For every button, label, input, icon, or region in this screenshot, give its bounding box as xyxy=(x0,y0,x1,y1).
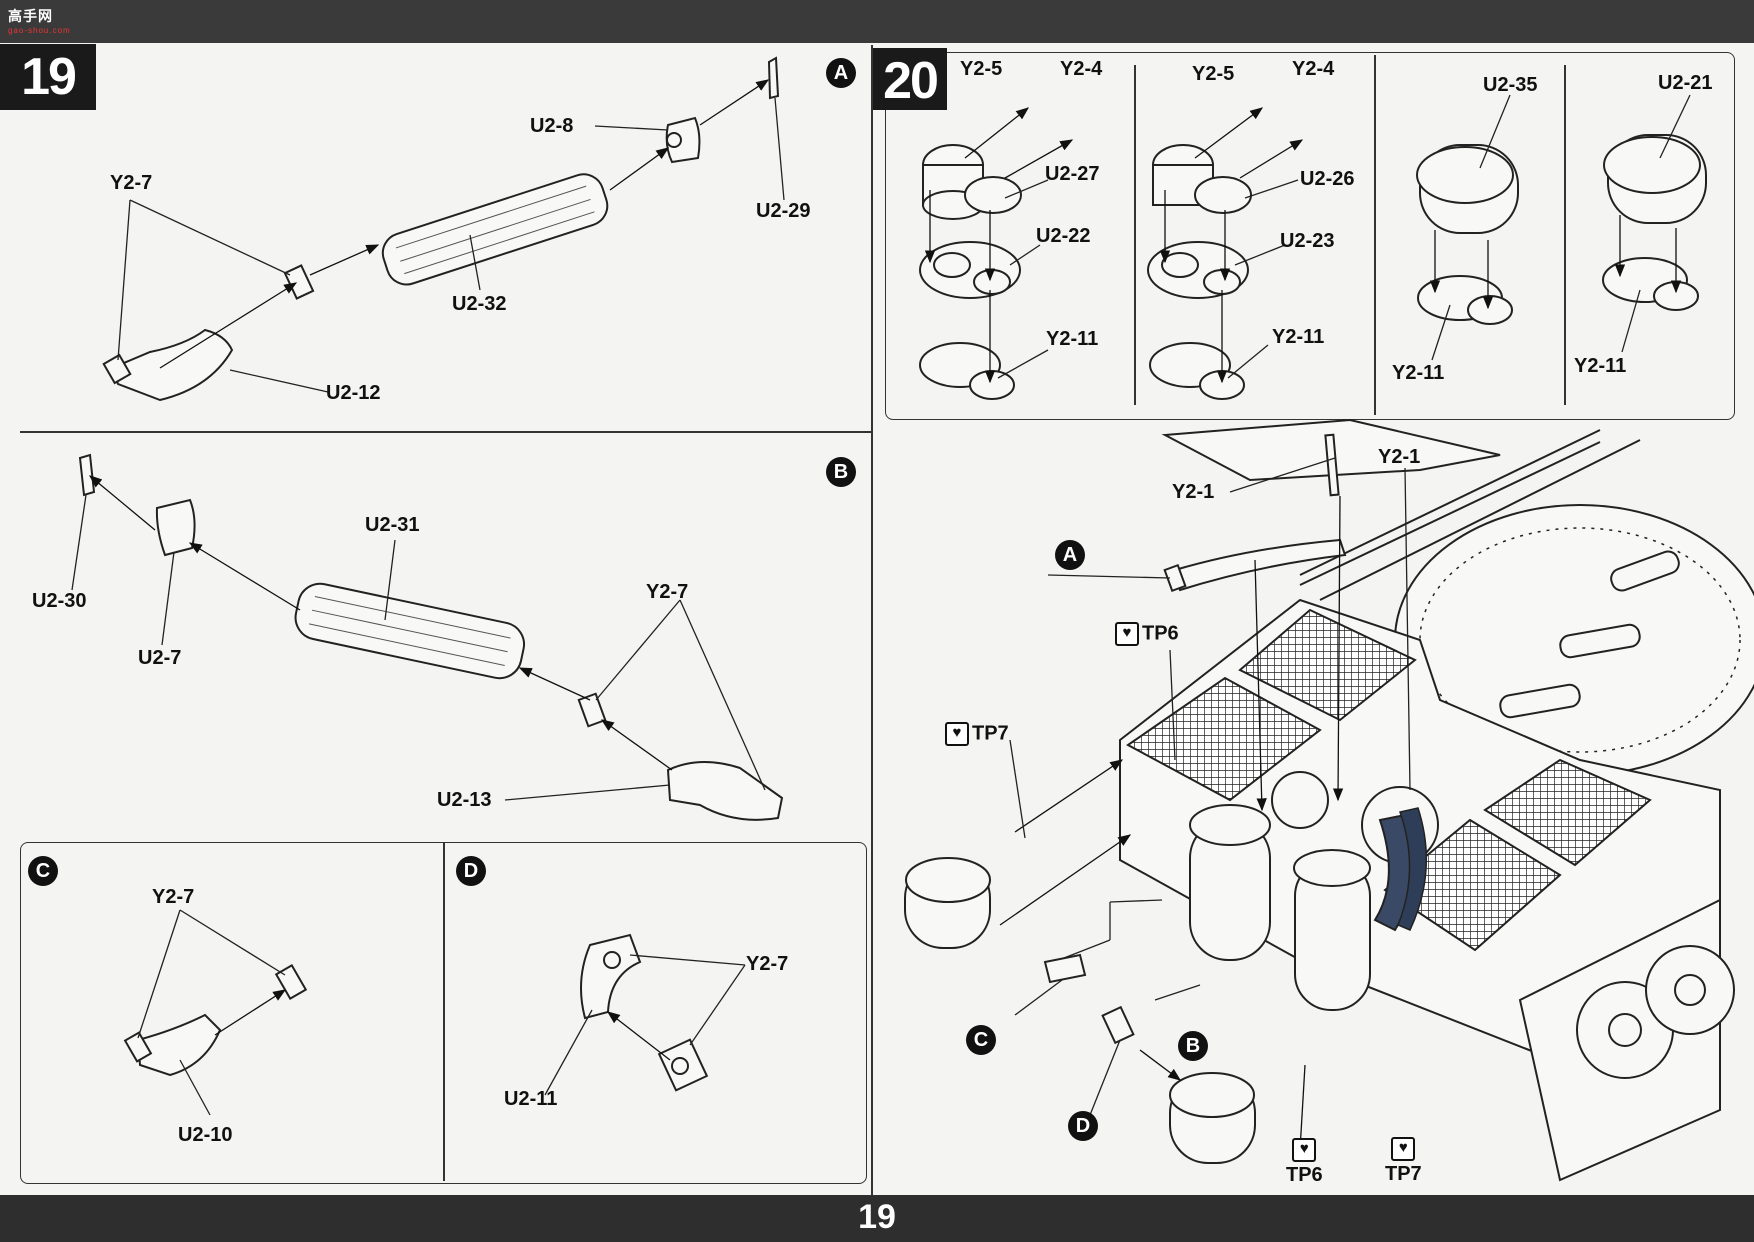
step19-a-drawing xyxy=(102,56,785,402)
heart-break-icon: ♥ xyxy=(1391,1137,1416,1161)
detail2-y2-4: Y2-4 xyxy=(1292,58,1335,80)
step19-d-drawing xyxy=(544,933,746,1096)
section-c-marker: C xyxy=(28,856,58,886)
main-marker-a: A xyxy=(1055,540,1085,570)
detail1-y2-11: Y2-11 xyxy=(1046,328,1099,350)
vertical-divider xyxy=(871,45,873,1195)
part-label-y2-7-b: Y2-7 xyxy=(646,581,689,603)
track-assembly xyxy=(1518,898,1735,1182)
detail4-u2-21: U2-21 xyxy=(1658,72,1713,94)
detail4-y2-11: Y2-11 xyxy=(1574,355,1627,377)
step19-panel-cd xyxy=(20,842,867,1184)
page-number: 19 xyxy=(858,1198,896,1236)
part-label-u2-11: U2-11 xyxy=(504,1088,558,1110)
part-label-u2-32: U2-32 xyxy=(452,293,507,315)
part-label-u2-7: U2-7 xyxy=(138,647,182,669)
horizontal-divider xyxy=(20,431,871,433)
detail3-y2-11: Y2-11 xyxy=(1392,362,1445,384)
heart-break-icon: ♥ xyxy=(1292,1138,1317,1162)
part-label-u2-10: U2-10 xyxy=(178,1124,233,1146)
step20-tank-drawing xyxy=(904,418,1754,1182)
part-label-u2-29: U2-29 xyxy=(756,200,811,222)
detail2-y2-5: Y2-5 xyxy=(1192,63,1235,85)
main-marker-b: B xyxy=(1178,1031,1208,1061)
detail2-u2-23: U2-23 xyxy=(1280,230,1335,252)
bottom-bar xyxy=(0,1195,1754,1242)
main-label-tp7-bottom: ♥TP7 xyxy=(1385,1137,1422,1185)
part-label-y2-7-c: Y2-7 xyxy=(152,886,195,908)
part-label-y2-7: Y2-7 xyxy=(110,172,153,194)
main-label-tp6-top: ♥TP6 xyxy=(1115,622,1179,646)
detail1-y2-5: Y2-5 xyxy=(960,58,1003,80)
detail2-y2-11: Y2-11 xyxy=(1272,326,1325,348)
section-a-marker: A xyxy=(826,58,856,88)
main-label-y2-1-left: Y2-1 xyxy=(1172,481,1215,503)
part-label-u2-13: U2-13 xyxy=(437,789,492,811)
main-label-tp7-left: ♥TP7 xyxy=(945,722,1009,746)
main-marker-c: C xyxy=(966,1025,996,1055)
detail1-y2-4: Y2-4 xyxy=(1060,58,1103,80)
detail2-u2-26: U2-26 xyxy=(1300,168,1355,190)
part-label-y2-7-d: Y2-7 xyxy=(746,953,789,975)
main-label-y2-1-right: Y2-1 xyxy=(1378,446,1421,468)
detail-divider-1 xyxy=(1134,65,1136,405)
watermark: 高手网 gao-shou.com xyxy=(8,8,71,35)
step-19-badge: 19 xyxy=(0,44,96,110)
section-d-marker: D xyxy=(456,856,486,886)
detail3-u2-35: U2-35 xyxy=(1483,74,1538,96)
part-label-u2-12: U2-12 xyxy=(326,382,381,404)
detail-divider-3 xyxy=(1564,65,1566,405)
detail1-u2-22: U2-22 xyxy=(1036,225,1091,247)
part-label-u2-30: U2-30 xyxy=(32,590,87,612)
detail-divider-2 xyxy=(1374,55,1376,415)
top-bar: 高手网 gao-shou.com xyxy=(0,0,1754,43)
step19-c-drawing xyxy=(123,909,308,1116)
part-label-u2-8: U2-8 xyxy=(530,115,574,137)
heart-break-icon: ♥ xyxy=(1115,622,1139,646)
section-b-marker: B xyxy=(826,457,856,487)
detail1-u2-27: U2-27 xyxy=(1045,163,1100,185)
heart-break-icon: ♥ xyxy=(945,722,969,746)
part-label-u2-31: U2-31 xyxy=(365,514,420,536)
step20-detail-panel xyxy=(885,52,1735,420)
main-label-tp6-bottom: ♥TP6 xyxy=(1286,1138,1323,1186)
panel-cd-divider xyxy=(443,843,445,1181)
step20-detail-drawings xyxy=(919,94,1707,400)
step19-b-drawing xyxy=(71,453,784,821)
step-20-badge: 20 xyxy=(873,48,947,110)
main-marker-d: D xyxy=(1068,1111,1098,1141)
